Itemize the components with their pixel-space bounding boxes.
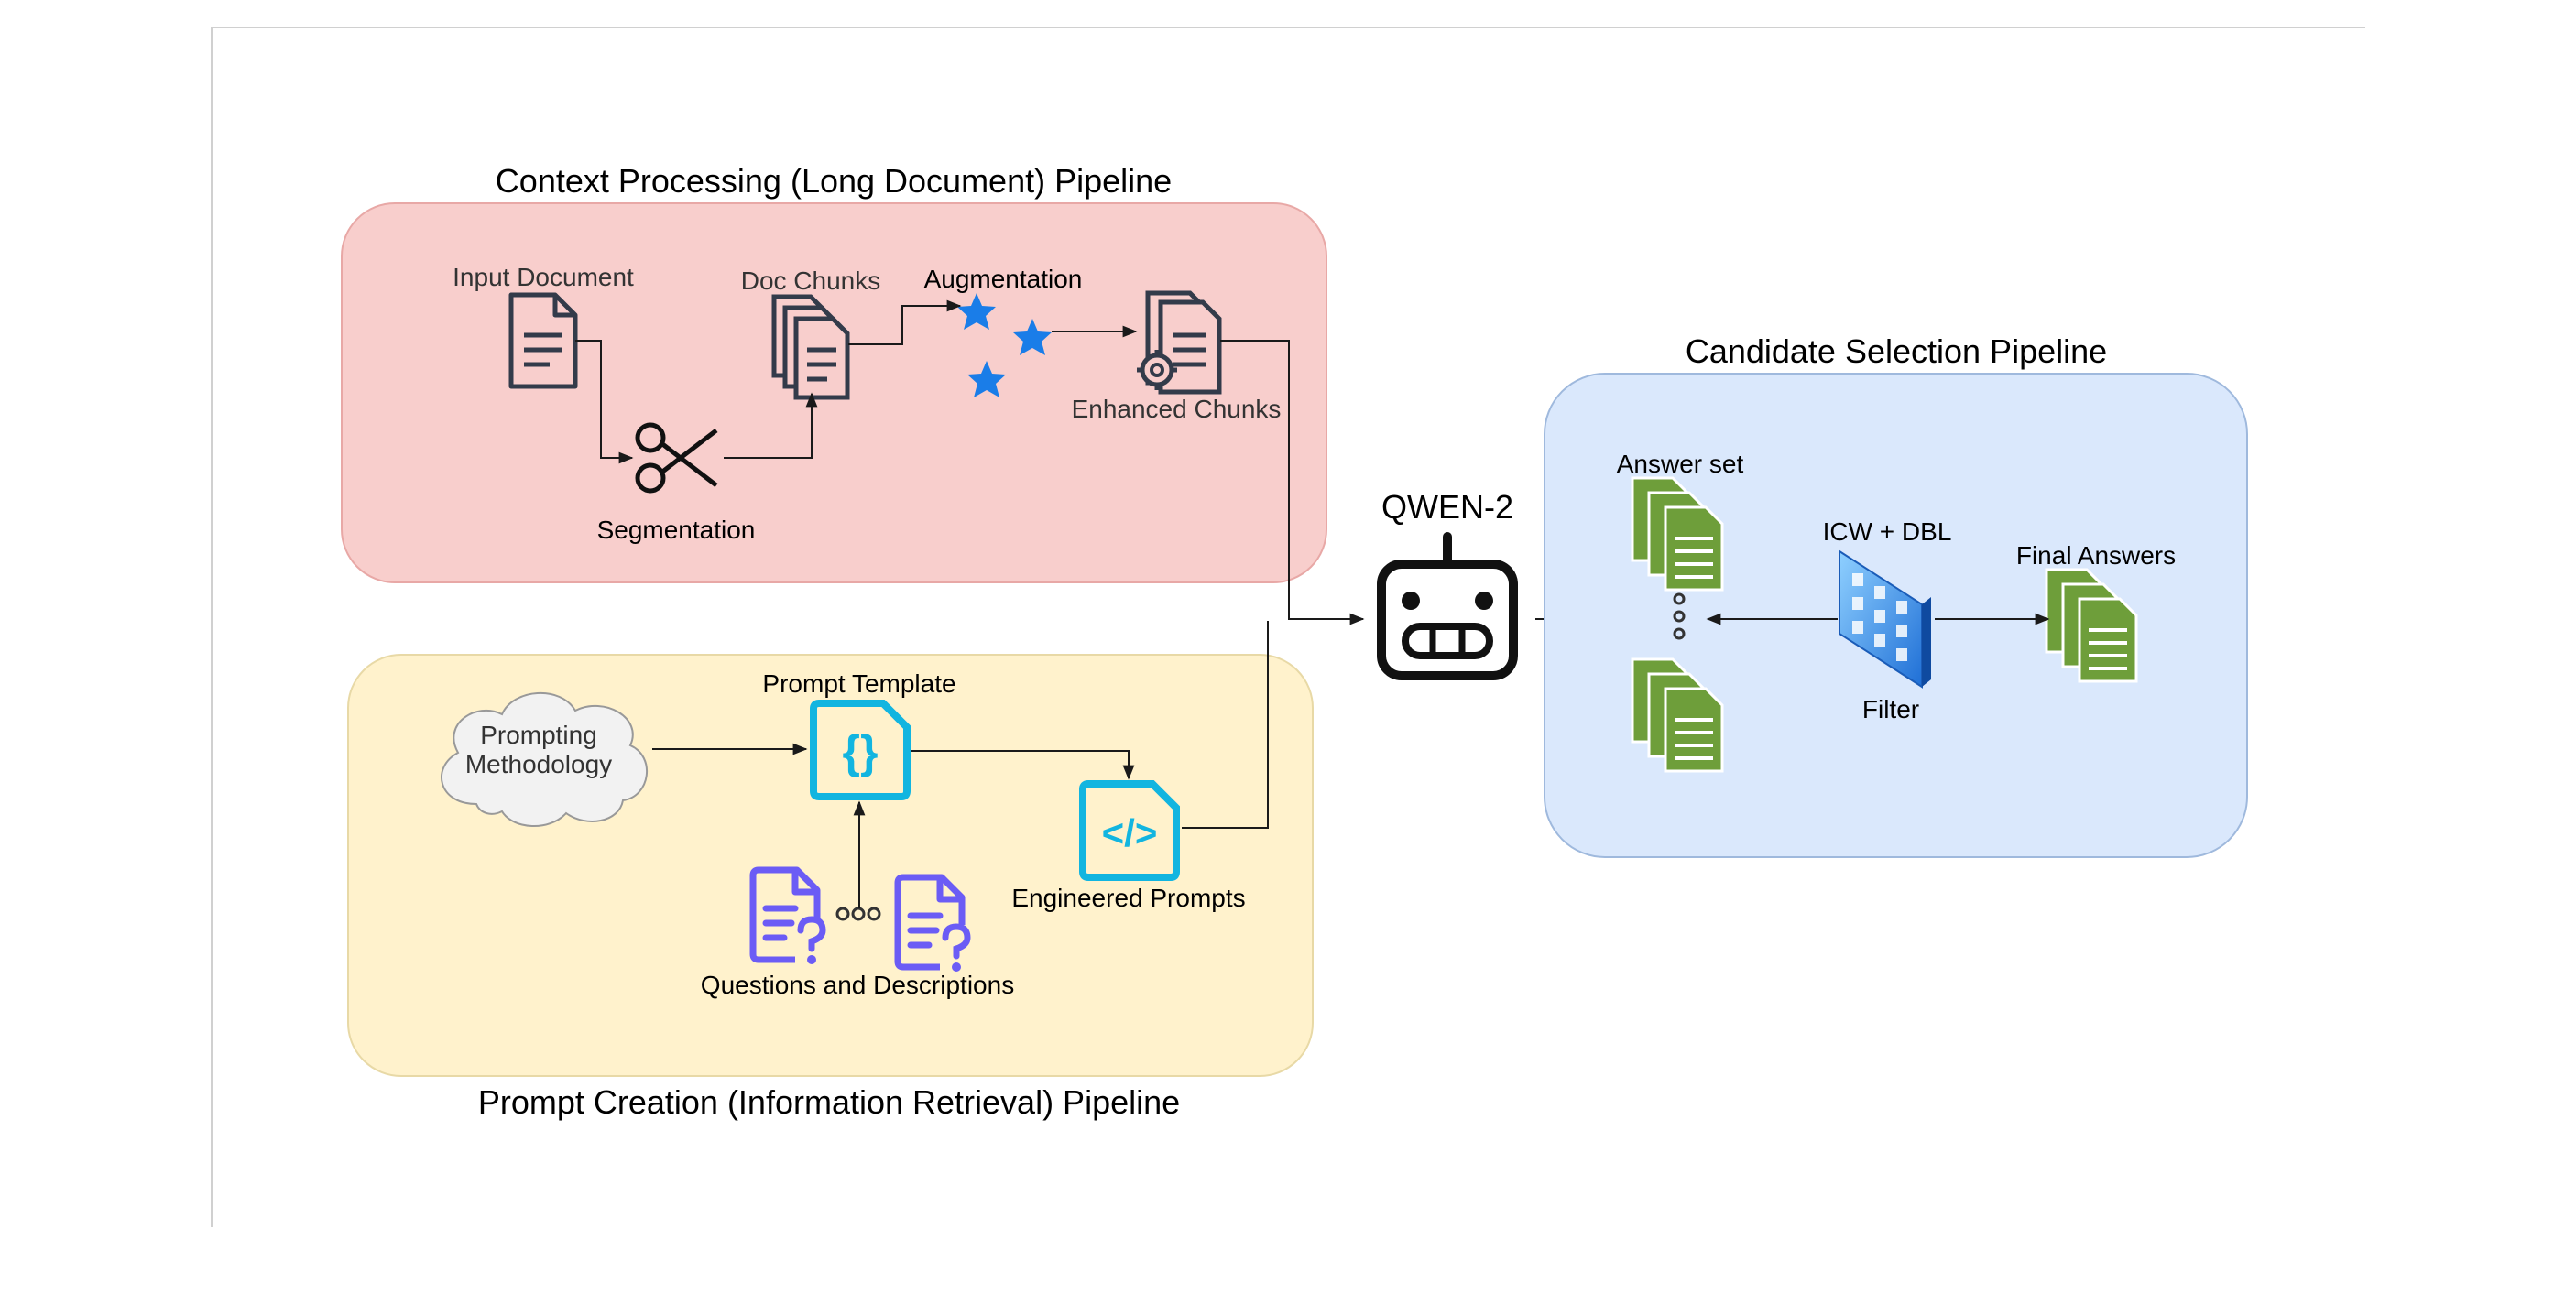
prompt-connectors: [652, 621, 1269, 908]
ellipsis-dots: [835, 907, 881, 921]
input-document-label: Input Document: [453, 263, 634, 291]
svg-text:{}: {}: [843, 726, 879, 777]
scissors-icon: [635, 422, 718, 494]
segmentation-label: Segmentation: [597, 516, 756, 544]
filter-label: Filter: [1862, 695, 1919, 723]
prompting-methodology-line1: Prompting: [480, 721, 597, 749]
prompt-pipeline-title: Prompt Creation (Information Retrieval) …: [478, 1083, 1180, 1121]
engineered-prompts-icon: </>: [1079, 780, 1180, 881]
enhanced-chunks-label: Enhanced Chunks: [1072, 395, 1282, 423]
final-answers-label: Final Answers: [2016, 541, 2176, 570]
doc-chunks-label: Doc Chunks: [741, 266, 881, 295]
prompting-methodology-line2: Methodology: [465, 750, 612, 778]
doc-chunks-icon: [771, 294, 850, 400]
candidate-pipeline-title: Candidate Selection Pipeline: [1686, 332, 2107, 370]
engineered-prompts-label: Engineered Prompts: [1011, 884, 1245, 912]
augmentation-label: Augmentation: [924, 265, 1083, 293]
firewall-filter-icon: [1839, 549, 1931, 689]
filter-method-label: ICW + DBL: [1823, 517, 1952, 546]
enhanced-chunks-icon: [1137, 290, 1222, 395]
svg-text:</>: </>: [1102, 811, 1158, 854]
context-connectors: [575, 299, 1365, 625]
prompt-template-label: Prompt Template: [762, 669, 955, 698]
cloud-icon: [441, 691, 649, 827]
questions-descriptions-label: Questions and Descriptions: [701, 971, 1014, 999]
vertical-ellipsis: [1673, 592, 1686, 640]
prompt-template-icon: {}: [810, 700, 911, 800]
context-pipeline-title: Context Processing (Long Document) Pipel…: [496, 162, 1172, 200]
answer-set-label: Answer set: [1617, 450, 1744, 478]
qwen-model-label: QWEN-2: [1381, 488, 1513, 526]
robot-icon: [1377, 532, 1518, 680]
star-icon: [957, 293, 1052, 397]
